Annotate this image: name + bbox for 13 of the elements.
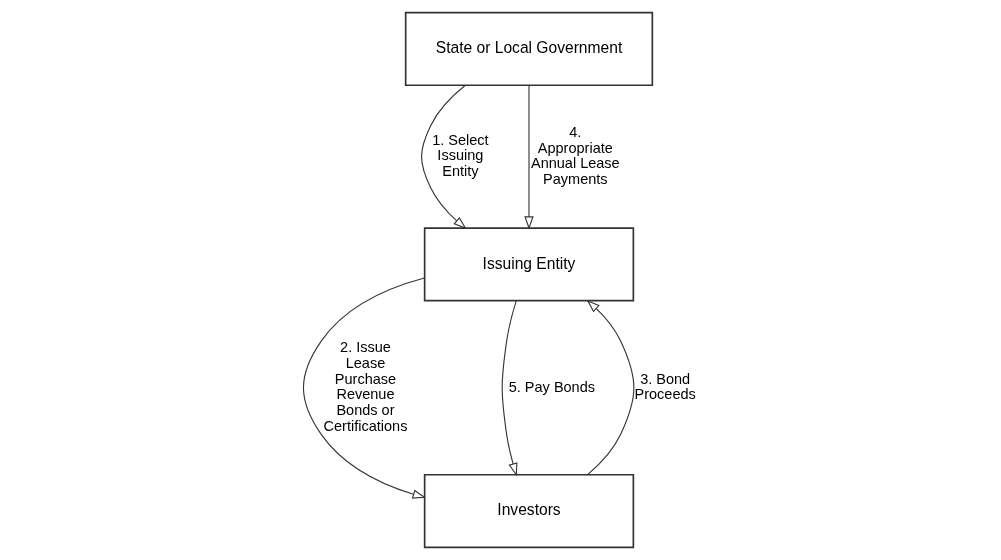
node-box: Investors (423, 473, 635, 549)
edge-label: 2. Issue Lease Purchase Revenue Bonds or Certifications (323, 339, 408, 434)
node-box: State or Local Government (404, 11, 654, 87)
arrow (524, 84, 534, 230)
arrow (586, 299, 635, 475)
arrow (501, 300, 518, 477)
edge-label: 1. Select Issuing Entity (432, 131, 489, 180)
node-box: Issuing Entity (423, 227, 635, 302)
arrow (302, 277, 426, 499)
edge-label: 4. Appropriate Annual Lease Payments (530, 124, 620, 187)
arrow (421, 84, 467, 230)
edge-label: 3. Bond Proceeds (634, 370, 696, 403)
edge-label: 5. Pay Bonds (508, 378, 596, 395)
